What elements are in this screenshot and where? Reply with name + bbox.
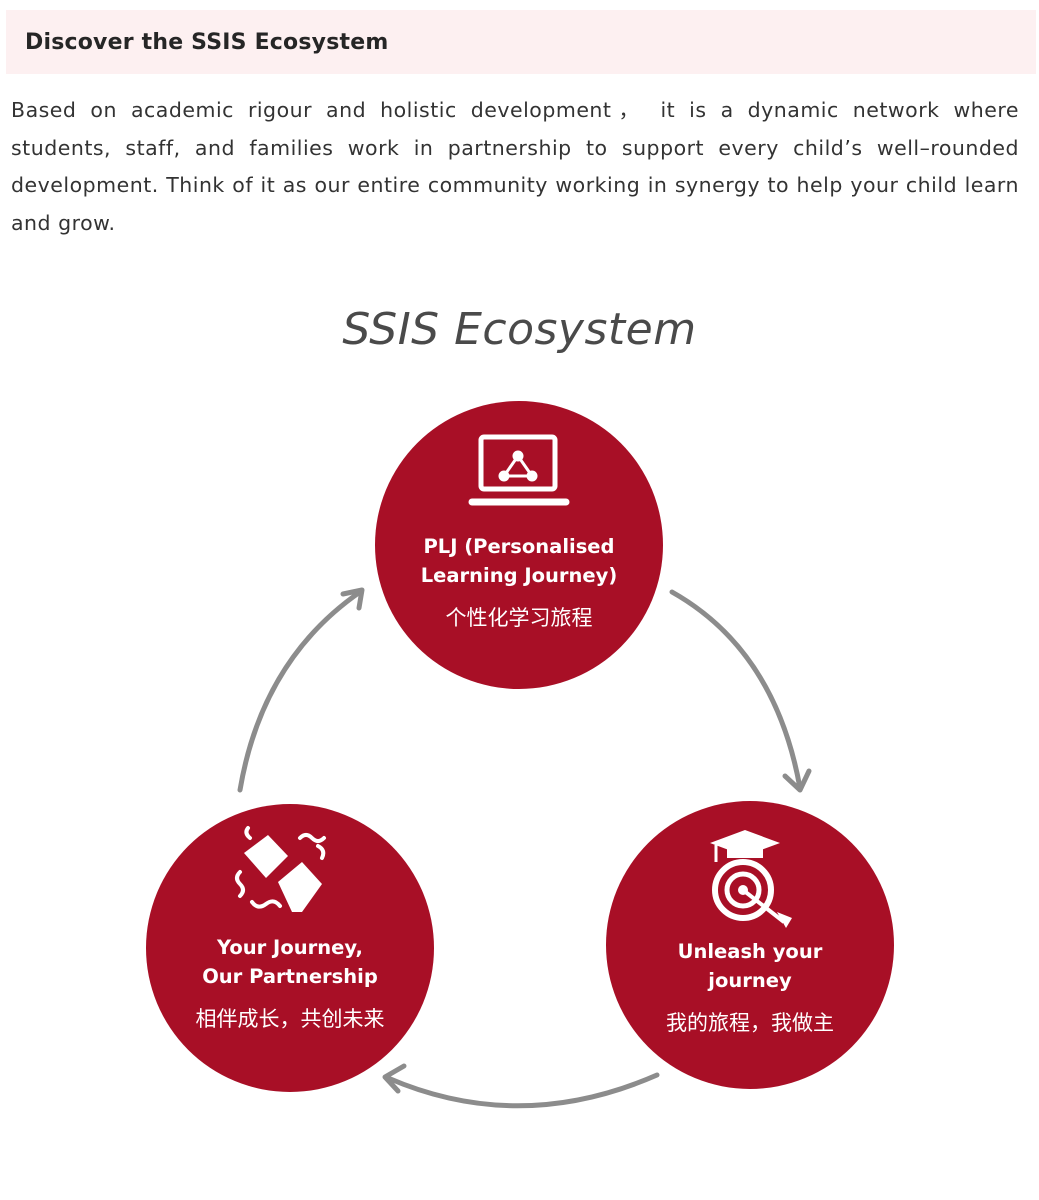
node-unleash: Unleash your journey 我的旅程，我做主 (620, 937, 880, 1037)
node-partnership-label-en: Your Journey, Our Partnership (202, 936, 378, 988)
node-unleash-label-zh: 我的旅程，我做主 (666, 1011, 834, 1035)
arrow-plj-to-unleash (669, 589, 803, 791)
node-plj: PLJ (Personalised Learning Journey) 个性化学… (389, 532, 649, 632)
handshake-icon (235, 826, 326, 912)
node-circle-plj (375, 401, 663, 689)
node-partnership: Your Journey, Our Partnership 相伴成长，共创未来 (160, 933, 420, 1033)
arrowhead-unleash-to-partnership (382, 1063, 407, 1094)
node-circle-unleash (606, 801, 894, 1089)
node-unleash-label-en: Unleash your journey (677, 940, 823, 992)
arrow-partnership-to-plj (237, 589, 363, 793)
node-plj-label-zh: 个性化学习旅程 (445, 606, 593, 630)
diagram-title: SSIS Ecosystem (342, 304, 697, 355)
section-header: Discover the SSIS Ecosystem (6, 10, 1036, 74)
laptop-network-icon (468, 434, 570, 506)
node-partnership-label-zh: 相伴成长，共创未来 (195, 1007, 385, 1031)
arrowhead-plj-to-unleash (782, 768, 812, 793)
node-circle-partnership (146, 804, 434, 1092)
arrowhead-partnership-to-plj (340, 587, 365, 611)
graduation-target-icon (710, 830, 792, 928)
intro-paragraph: Based on academic rigour and holistic de… (11, 98, 1019, 235)
arrow-unleash-to-partnership (385, 1072, 660, 1109)
section-title: Discover the SSIS Ecosystem (25, 29, 389, 55)
node-plj-label-en: PLJ (Personalised Learning Journey) (420, 535, 618, 587)
